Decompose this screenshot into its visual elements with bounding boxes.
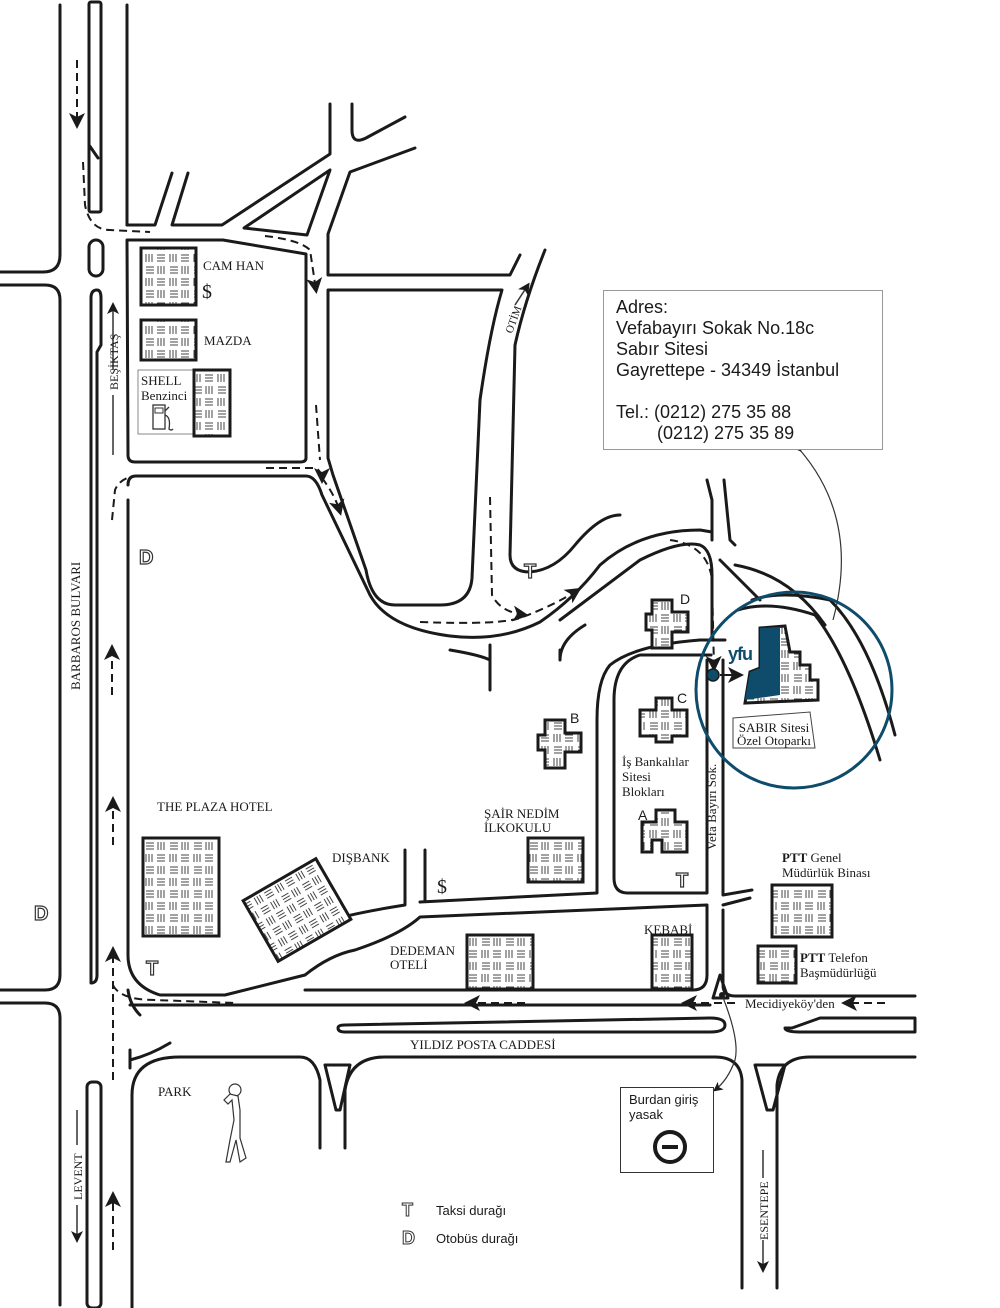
label-ptt-genel-1: PTT Genel xyxy=(782,850,842,865)
address-heading: Adres: xyxy=(616,297,669,317)
block-b-building xyxy=(536,718,583,770)
block-letters: D B C A xyxy=(570,591,690,823)
yfu-logo: yfu xyxy=(728,644,752,664)
bank-symbols: $ $ xyxy=(202,281,447,898)
block-c-building xyxy=(638,696,689,744)
taxi-stop-icon: T xyxy=(676,870,688,892)
legend-item-taxi: T Taksi durağı xyxy=(402,1196,518,1224)
block-d-building xyxy=(644,598,690,650)
label-is-bankalilar-3: Blokları xyxy=(622,784,665,799)
landmark-labels: CAM HAN MAZDA SHELL Benzinci THE PLAZA H… xyxy=(141,258,877,1099)
label-shell-1: SHELL xyxy=(141,373,182,388)
bank-icon-cam-han: $ xyxy=(202,281,212,303)
building-dedeman xyxy=(465,933,535,991)
label-kebabi: KEBABİ xyxy=(644,922,692,937)
sabir-highlight-shape xyxy=(745,627,780,700)
shell-station-box xyxy=(137,369,197,435)
building-ptt-telefon xyxy=(756,944,798,985)
road-barbaros-bulvari xyxy=(0,0,129,1308)
no-entry-box: Burdan giriş yasak xyxy=(620,1087,714,1173)
phone-number-2[interactable]: (0212) 275 35 89 xyxy=(657,423,795,443)
label-is-bankalilar-2: Sitesi xyxy=(622,769,651,784)
block-letter-b: B xyxy=(570,710,579,726)
sabir-label-box xyxy=(732,711,816,749)
entrance-dot xyxy=(706,668,720,682)
road-labels: BARBAROS BULVARI BEŞİKTAŞ LEVENT OTİM YI… xyxy=(68,304,835,1240)
label-mecidiyekoy: Mecidiyeköy'den xyxy=(745,996,835,1011)
road-yildiz-posta xyxy=(126,896,917,1308)
road-upper-network xyxy=(125,102,622,607)
label-esentepe: ESENTEPE xyxy=(757,1181,771,1240)
no-entry-icon xyxy=(653,1130,687,1164)
label-dedeman-1: DEDEMAN xyxy=(390,943,456,958)
route-dashed-paths xyxy=(69,60,885,1250)
taxi-stop-icon: T xyxy=(524,561,536,583)
bus-stop-icon: D xyxy=(139,547,153,569)
phone-number-1[interactable]: (0212) 275 35 88 xyxy=(654,402,792,422)
building-mazda xyxy=(139,318,198,362)
phone-line-1: Tel.: (0212) 275 35 88 xyxy=(616,402,882,423)
label-sair-nedim-2: İLKOKULU xyxy=(484,820,552,835)
bus-stop-icon: D xyxy=(34,903,48,925)
sabir-label-2: Özel Otoparkı xyxy=(737,733,811,748)
address-site: Sabır Sitesi xyxy=(616,339,709,359)
building-shell xyxy=(192,368,232,438)
building-plaza-hotel xyxy=(141,836,221,938)
destination-marker: yfu SABIR Sitesi Özel Otoparkı xyxy=(694,590,894,790)
address-box: Adres: Vefabayırı Sokak No.18c Sabır Sit… xyxy=(603,290,883,450)
legend-label-taxi: Taksi durağı xyxy=(436,1202,507,1218)
legend-label-bus: Otobüs durağı xyxy=(436,1230,519,1246)
label-shell-2: Benzinci xyxy=(141,388,188,403)
stop-markers: T T T D D xyxy=(33,546,688,980)
label-yildiz-posta: YILDIZ POSTA CADDESİ xyxy=(410,1037,556,1052)
destination-circle xyxy=(694,590,894,790)
label-vefa-bayiri: Vefa Bayırı Sok. xyxy=(704,764,719,850)
building-disbank xyxy=(241,856,353,964)
direction-arrows xyxy=(71,282,842,1273)
bank-icon-disbank: $ xyxy=(437,876,447,898)
building-cam-han xyxy=(139,246,198,307)
label-cam-han: CAM HAN xyxy=(203,258,265,273)
bus-stop-icon: D xyxy=(402,1227,416,1248)
tel-label: Tel.: xyxy=(616,402,650,422)
park-figure-icon xyxy=(223,1083,247,1164)
no-entry-text-1: Burdan giriş xyxy=(629,1092,699,1107)
block-a-building xyxy=(640,808,689,854)
label-disbank: DIŞBANK xyxy=(332,850,390,865)
label-barbaros-bulvari: BARBAROS BULVARI xyxy=(68,562,83,690)
label-ptt-telefon-2: Başmüdürlüğü xyxy=(800,965,877,980)
road-curving-main xyxy=(126,474,714,997)
no-entry-text-2: yasak xyxy=(629,1107,663,1122)
address-street: Vefabayırı Sokak No.18c xyxy=(616,318,815,338)
label-plaza-hotel: THE PLAZA HOTEL xyxy=(157,799,273,814)
label-park: PARK xyxy=(158,1084,192,1099)
sabir-label-1: SABIR Sitesi xyxy=(739,720,810,735)
building-kebabi xyxy=(650,933,694,991)
building-ptt-genel xyxy=(770,883,834,939)
taxi-stop-icon: T xyxy=(402,1199,414,1220)
label-levent: LEVENT xyxy=(71,1153,85,1200)
building-sair-nedim xyxy=(526,836,585,884)
block-letter-a: A xyxy=(638,807,648,823)
block-letter-d: D xyxy=(680,591,690,607)
label-mazda: MAZDA xyxy=(204,333,252,348)
label-dedeman-2: OTELİ xyxy=(390,957,428,972)
address-district: Gayrettepe - 34349 İstanbul xyxy=(616,360,840,380)
label-ptt-genel-2: Müdürlük Binası xyxy=(782,865,871,880)
fuel-pump-icon xyxy=(152,404,174,431)
label-is-bankalilar-1: İş Bankalılar xyxy=(622,754,689,769)
taxi-stop-icon: T xyxy=(146,958,158,980)
label-sair-nedim-1: ŞAİR NEDİM xyxy=(484,806,560,821)
legend-item-bus: D Otobüs durağı xyxy=(402,1224,519,1252)
label-ptt-telefon-1: PTT Telefon xyxy=(800,950,868,965)
buildings xyxy=(137,246,834,991)
block-letter-c: C xyxy=(677,690,687,706)
map-legend: T Taksi durağı D Otobüs durağı xyxy=(402,1196,519,1252)
label-besiktas: BEŞİKTAŞ xyxy=(107,334,121,390)
